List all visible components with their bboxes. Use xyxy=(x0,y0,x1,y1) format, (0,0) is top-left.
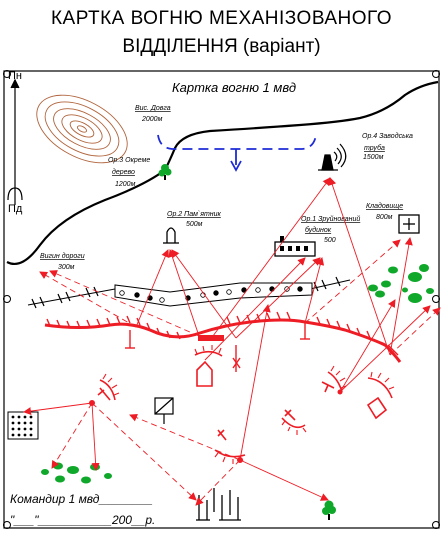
minefield-square-icon xyxy=(7,411,39,440)
or2-line1: Ор.2 Пам`ятник xyxy=(167,211,222,218)
observation-sector-blue xyxy=(157,134,317,172)
or1-line1: Ор.1 Зруйнований xyxy=(301,215,360,223)
bushes-left xyxy=(41,462,112,484)
terrain-boundary-line xyxy=(6,80,439,266)
fire-lines-dashed xyxy=(39,239,441,506)
or1-line2: будинок xyxy=(305,226,332,234)
monument-icon xyxy=(163,227,179,244)
cemetery-dist: 800м xyxy=(376,214,393,221)
tree-icon xyxy=(158,164,172,180)
chimney-icon xyxy=(318,143,347,171)
corner-pin-icon xyxy=(3,521,11,529)
minefield-strip xyxy=(114,282,313,307)
height-contour xyxy=(36,94,128,164)
south-label: Пд xyxy=(8,203,23,215)
or4-line2: труба xyxy=(364,144,385,152)
own-trench-line xyxy=(44,311,402,372)
bushes-right xyxy=(368,264,434,303)
ruined-building-icon xyxy=(274,236,316,257)
or4-dist: 1500м xyxy=(363,154,384,161)
wire-obstacle-icon xyxy=(196,488,241,521)
signature-line2: "___"___________200__р. xyxy=(10,513,155,527)
sheet-title-line2: ВІДДІЛЕННЯ (варіант) xyxy=(122,36,321,57)
command-post-icon xyxy=(154,397,174,424)
cemetery-label: Кладовище xyxy=(366,202,403,210)
road-bend-dist: 300м xyxy=(58,264,75,271)
or2-dist: 500м xyxy=(186,221,203,228)
or3-line1: Ор.3 Окреме xyxy=(108,157,150,164)
corner-pin-icon xyxy=(432,521,440,529)
tree-icon xyxy=(322,500,336,520)
sheet-title-line1: КАРТКА ВОГНЮ МЕХАНІЗОВАНОГО xyxy=(50,8,393,29)
road-bend-label: Вигин дороги xyxy=(40,252,85,260)
or4-line1: Ор.4 Заводська xyxy=(362,132,413,140)
height-dist: 2000м xyxy=(141,116,163,123)
compass-icon xyxy=(7,78,23,205)
position-dots xyxy=(89,389,343,463)
or3-line2: дерево xyxy=(112,168,135,176)
or3-dist: 1200м xyxy=(115,181,136,188)
signature-line1: Командир 1 мвд________ xyxy=(10,492,153,506)
cemetery-icon xyxy=(398,214,420,234)
height-name: Вис. Довга xyxy=(135,105,171,112)
corner-pin-icon xyxy=(3,70,11,78)
corner-pin-icon xyxy=(3,295,11,303)
fire-lines-solid xyxy=(23,177,431,501)
card-title: Картка вогню 1 мвд xyxy=(172,80,296,95)
or1-dist: 500 xyxy=(324,237,336,244)
firing-positions xyxy=(97,345,395,464)
corner-pin-icon xyxy=(432,70,440,78)
north-label: Пн xyxy=(8,70,22,82)
corner-pin-icon xyxy=(432,295,440,303)
